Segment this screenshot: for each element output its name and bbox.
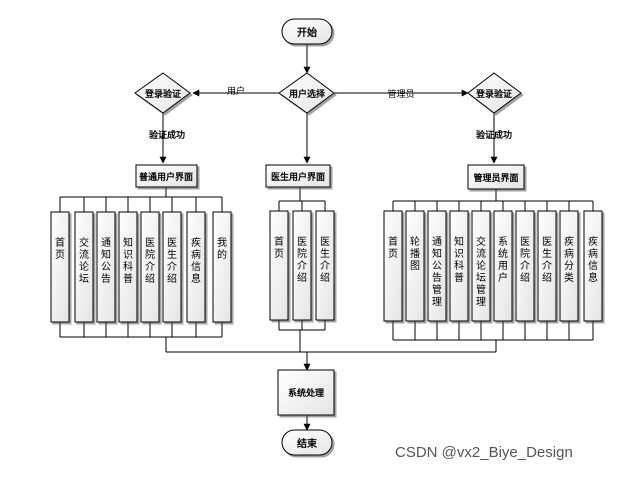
- normal-module-label: 疾病信息: [191, 236, 201, 285]
- edge-label-user: 用户: [227, 85, 245, 97]
- normal-module-4: 知识科普: [118, 211, 138, 323]
- admin-module-label: 通知公告管理: [432, 236, 442, 308]
- admin-module-1: 首页: [383, 210, 403, 322]
- admin-module-8: 医生介绍: [537, 210, 557, 322]
- user-select-decision: 用户选择: [278, 72, 335, 114]
- login-decision-right: 登录验证: [467, 72, 522, 114]
- edge-label-admin: 管理员: [387, 88, 414, 100]
- normal-module-5: 医院介绍: [140, 211, 160, 323]
- admin-module-9: 疾病分类: [559, 210, 579, 322]
- admin-ui-label: 管理员界面: [473, 172, 518, 184]
- normal-module-label: 我的: [217, 237, 227, 261]
- end-label: 结束: [297, 437, 318, 450]
- start-label: 开始: [297, 26, 317, 39]
- admin-module-3: 通知公告管理: [427, 210, 447, 322]
- normal-module-label: 首页: [55, 236, 65, 261]
- normal-user-modules: 首页 交流论坛 通知公告 知识科普 医院介绍 医生介绍 疾病信息 我的: [50, 211, 232, 323]
- normal-module-label: 交流论坛: [79, 236, 89, 285]
- normal-module-6: 医生介绍: [162, 211, 182, 323]
- admin-module-2: 轮播图: [405, 210, 425, 322]
- admin-modules: 首页 轮播图 通知公告管理 知识科普 交流论坛管理 系统用户 医院介绍 医生介绍 疾病分类 疾病信…: [383, 210, 603, 322]
- system-label: 系统处理: [288, 387, 324, 399]
- connector-lines: [59, 44, 594, 431]
- login-decision-left: 登录验证: [134, 72, 191, 114]
- normal-module-8: 我的: [212, 211, 232, 323]
- doctor-module-label: 医生介绍: [320, 236, 330, 284]
- admin-module-10: 疾病信息: [583, 210, 603, 322]
- admin-module-label: 首页: [388, 235, 398, 260]
- doctor-module-3: 医生介绍: [315, 210, 335, 321]
- normal-module-3: 通知公告: [96, 211, 116, 323]
- doctor-module-2: 医院介绍: [292, 210, 312, 321]
- normal-user-interface-box: 普通用户界面: [135, 164, 198, 188]
- system-process-box: 系统处理: [277, 369, 335, 416]
- admin-module-label: 医生介绍: [542, 236, 552, 284]
- admin-module-label: 医院介绍: [520, 236, 530, 284]
- start-terminal: 开始: [281, 18, 333, 45]
- admin-module-label: 轮播图: [410, 235, 420, 272]
- doctor-interface-box: 医生用户界面: [265, 164, 331, 188]
- login-right-label: 登录验证: [475, 88, 512, 100]
- normal-module-1: 首页: [50, 211, 70, 323]
- normal-module-label: 医生介绍: [167, 237, 177, 285]
- admin-module-label: 交流论坛管理: [476, 235, 486, 308]
- edge-label-success-right: 验证成功: [476, 129, 512, 141]
- admin-module-label: 疾病分类: [564, 235, 574, 284]
- doctor-module-label: 首页: [274, 235, 284, 260]
- normal-ui-label: 普通用户界面: [139, 171, 193, 183]
- end-terminal: 结束: [281, 429, 333, 456]
- admin-module-7: 医院介绍: [515, 210, 535, 322]
- normal-module-7: 疾病信息: [186, 211, 206, 323]
- doctor-modules: 首页 医院介绍 医生介绍: [269, 210, 335, 321]
- admin-module-6: 系统用户: [493, 210, 513, 322]
- user-select-label: 用户选择: [288, 88, 326, 100]
- watermark: CSDN @vx2_Biye_Design: [395, 444, 573, 461]
- normal-module-label: 医院介绍: [145, 237, 155, 285]
- admin-module-label: 系统用户: [498, 236, 508, 284]
- admin-module-5: 交流论坛管理: [471, 210, 491, 322]
- normal-module-label: 知识科普: [123, 236, 133, 285]
- login-left-label: 登录验证: [144, 88, 181, 100]
- edge-label-success-left: 验证成功: [149, 129, 185, 141]
- normal-module-label: 通知公告: [101, 237, 111, 285]
- doctor-module-label: 医院介绍: [297, 236, 307, 284]
- doctor-ui-label: 医生用户界面: [271, 171, 325, 183]
- admin-module-label: 疾病信息: [588, 235, 598, 284]
- admin-interface-box: 管理员界面: [467, 164, 525, 190]
- doctor-module-1: 首页: [269, 210, 289, 321]
- admin-module-label: 知识科普: [454, 235, 464, 284]
- normal-module-2: 交流论坛: [74, 211, 94, 323]
- admin-module-4: 知识科普: [449, 210, 469, 322]
